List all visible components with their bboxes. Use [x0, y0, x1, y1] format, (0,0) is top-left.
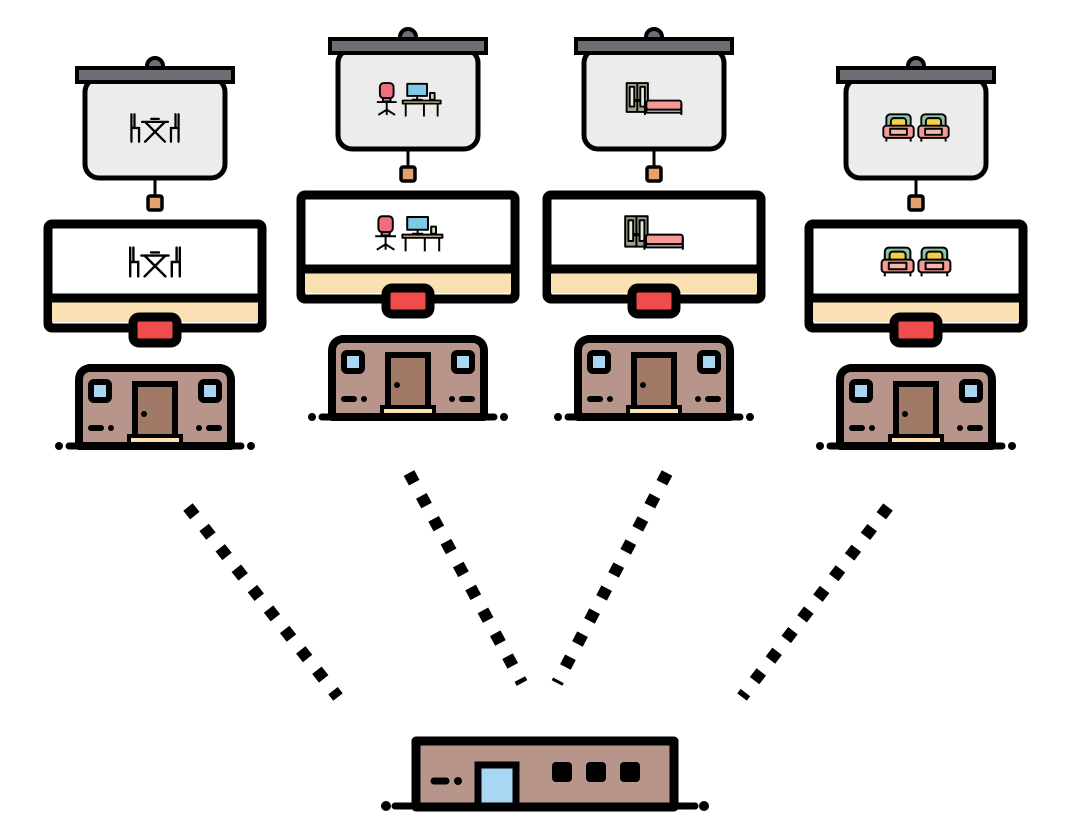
projection-board-office — [328, 27, 488, 183]
monitor-bedroom — [542, 190, 766, 319]
connector-line-1 — [183, 503, 343, 701]
unit-lounge — [804, 56, 1028, 450]
house-bedroom — [554, 335, 754, 421]
projection-board-bedroom — [574, 27, 734, 183]
monitor-lounge — [804, 219, 1028, 348]
hub-building-icon — [381, 736, 709, 812]
unit-bedroom — [542, 27, 766, 421]
monitor-button — [381, 283, 435, 319]
projection-board-dining — [75, 56, 235, 212]
monitor-dining — [43, 219, 267, 348]
connector-line-2 — [403, 470, 528, 686]
monitor-office — [296, 190, 520, 319]
connector-line-3 — [551, 470, 673, 686]
house-lounge — [816, 364, 1016, 450]
house-office — [308, 335, 508, 421]
units — [43, 27, 1028, 450]
connectors — [183, 470, 893, 701]
monitor-button — [889, 312, 943, 348]
projection-board-lounge — [836, 56, 996, 212]
unit-dining — [43, 56, 267, 450]
monitor-button — [128, 312, 182, 348]
monitor-button — [627, 283, 681, 319]
connector-line-4 — [737, 503, 893, 701]
house-dining — [55, 364, 255, 450]
unit-office — [296, 27, 520, 421]
